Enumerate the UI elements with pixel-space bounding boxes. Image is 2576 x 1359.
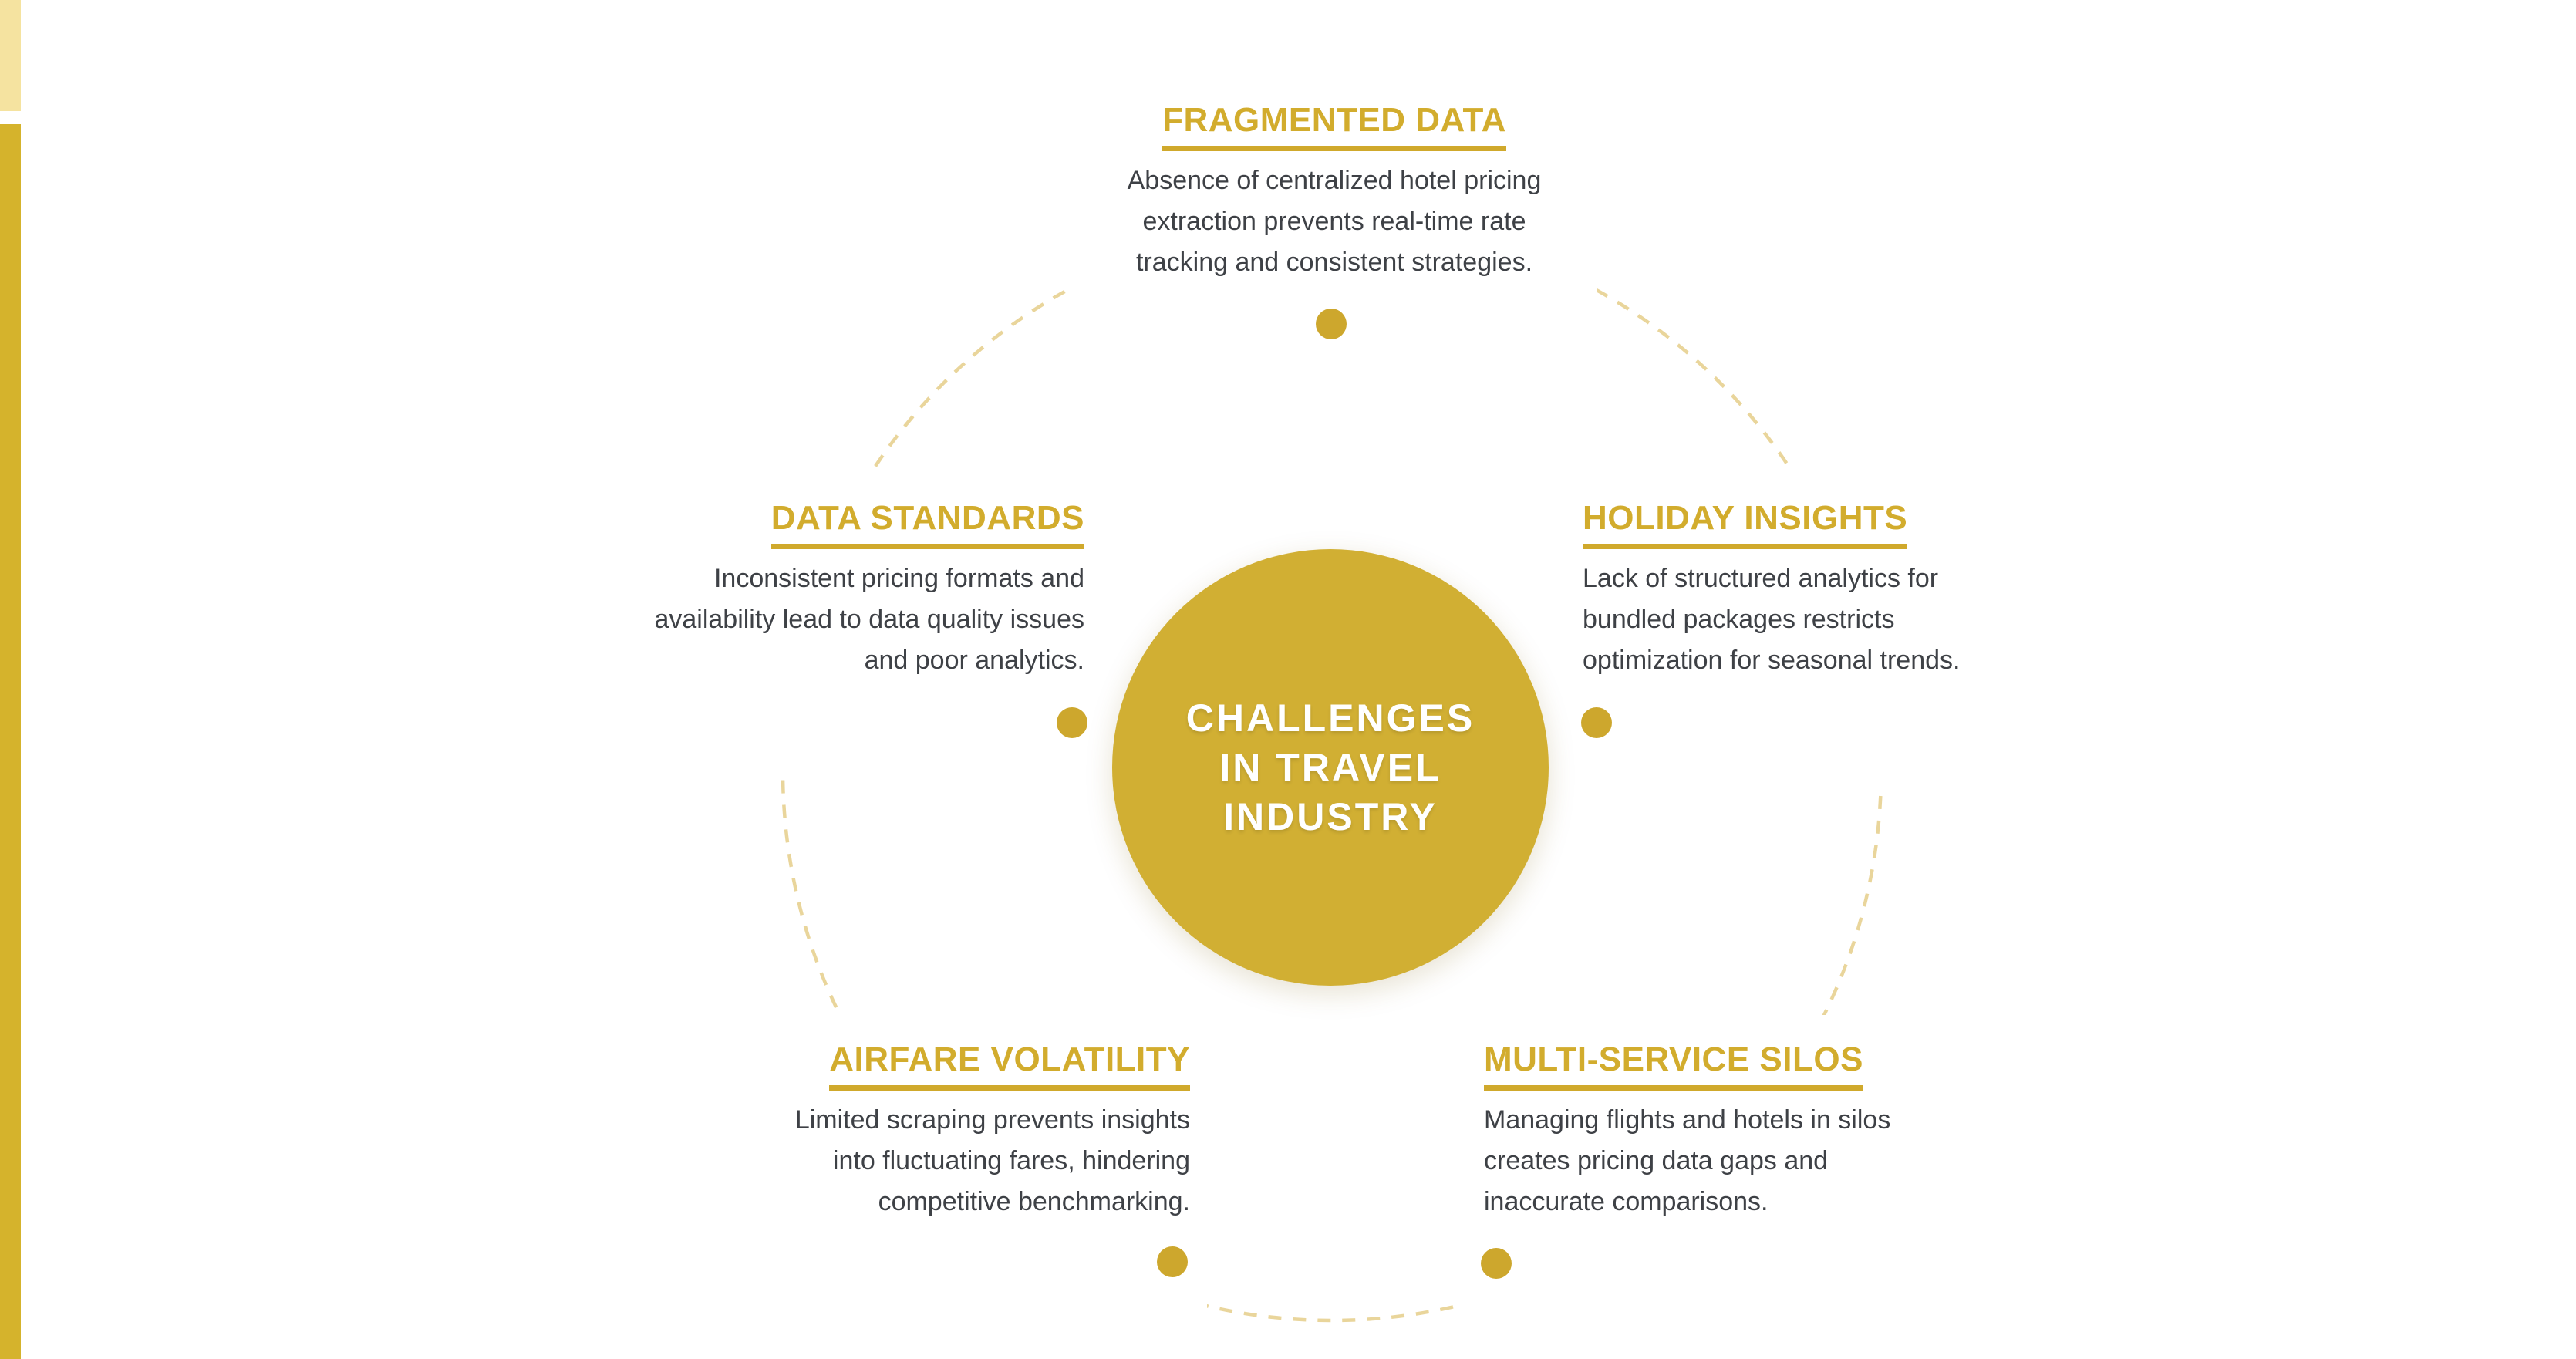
section-multi-service-silos: MULTI-SERVICE SILOS Managing flights and… [1458,1015,1890,1320]
section-title: HOLIDAY INSIGHTS [1583,497,1908,549]
body-line: availability lead to data quality issues [654,605,1084,634]
center-title-line: CHALLENGES [1185,696,1475,740]
section-body: Managing flights and hotels in silos cre… [1484,1100,1890,1222]
connector-dot-bottom-left [1157,1246,1188,1277]
body-line: Inconsistent pricing formats and [713,564,1084,593]
body-line: creates pricing data gaps and [1484,1146,1829,1175]
section-title: FRAGMENTED DATA [1162,99,1506,151]
section-airfare-volatility: AIRFARE VOLATILITY Limited scraping prev… [779,1015,1207,1320]
body-line: and poor analytics. [864,646,1084,675]
section-body: Absence of centralized hotel pricing ext… [1072,160,1597,283]
body-line: inaccurate comparisons. [1484,1187,1768,1216]
center-circle: CHALLENGES IN TRAVEL INDUSTRY [1112,549,1549,986]
section-title: AIRFARE VOLATILITY [829,1038,1190,1091]
center-title-line: INDUSTRY [1223,795,1438,838]
connector-dot-right [1581,707,1612,738]
section-holiday-insights: HOLIDAY INSIGHTS Lack of structured anal… [1573,467,2005,791]
left-accent-bar [0,124,21,1359]
center-title-line: IN TRAVEL [1219,746,1441,789]
connector-dot-bottom-right [1481,1248,1512,1279]
connector-dot-top [1316,309,1347,339]
section-body: Lack of structured analytics for bundled… [1583,558,2005,681]
body-line: Lack of structured analytics for [1583,564,1939,593]
body-line: into fluctuating fares, hindering [832,1146,1190,1175]
center-title: CHALLENGES IN TRAVEL INDUSTRY [1186,693,1475,841]
connector-dot-left [1057,707,1087,738]
body-line: tracking and consistent strategies. [1135,248,1533,277]
section-title: DATA STANDARDS [770,497,1084,549]
body-line: bundled packages restricts [1583,605,1895,634]
section-title: MULTI-SERVICE SILOS [1484,1038,1863,1091]
body-line: optimization for seasonal trends. [1583,646,1961,675]
section-fragmented-data: FRAGMENTED DATA Absence of centralized h… [1072,74,1597,298]
body-line: Limited scraping prevents insights [794,1105,1190,1135]
left-accent-bar-top [0,0,21,111]
body-line: competitive benchmarking. [878,1187,1190,1216]
section-body: Inconsistent pricing formats and availab… [594,558,1084,681]
body-line: extraction prevents real-time rate [1142,207,1526,236]
section-data-standards: DATA STANDARDS Inconsistent pricing form… [594,467,1095,776]
body-line: Managing flights and hotels in silos [1484,1105,1891,1135]
body-line: Absence of centralized hotel pricing [1127,166,1542,195]
section-body: Limited scraping prevents insights into … [779,1100,1190,1222]
